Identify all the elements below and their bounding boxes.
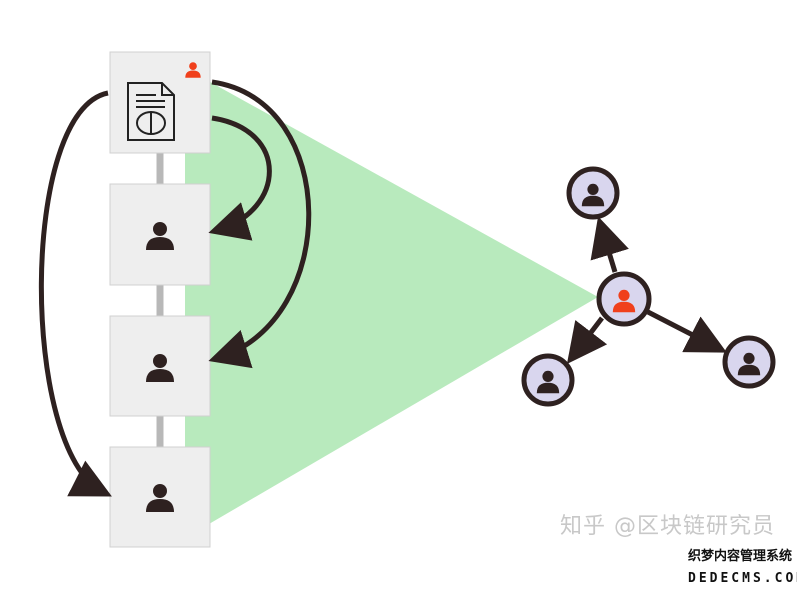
document-brain-icon [127,82,175,141]
arrow-block1-to-block4 [38,90,112,497]
green-projection [185,68,598,538]
arrow-to-peer-top [590,216,629,273]
watermark-dede-en: DEDECMS.COM [688,571,797,586]
arrow-to-peer-right [646,309,727,353]
watermark-zhihu: 知乎 @区块链研究员 [560,514,775,539]
arrow-block1-to-block2 [208,115,272,241]
arrow-to-peer-left [566,316,608,364]
arrow-block1-to-block3 [208,79,312,369]
center-node [596,271,652,327]
peer-node-left [521,353,575,407]
peer-node-right [722,335,776,389]
watermark-dede-cn: 织梦内容管理系统 [688,549,793,564]
block-1 [109,51,211,154]
peer-node-top [566,166,620,220]
block-4 [109,446,211,548]
block-2 [109,183,211,286]
block-3 [109,315,211,417]
